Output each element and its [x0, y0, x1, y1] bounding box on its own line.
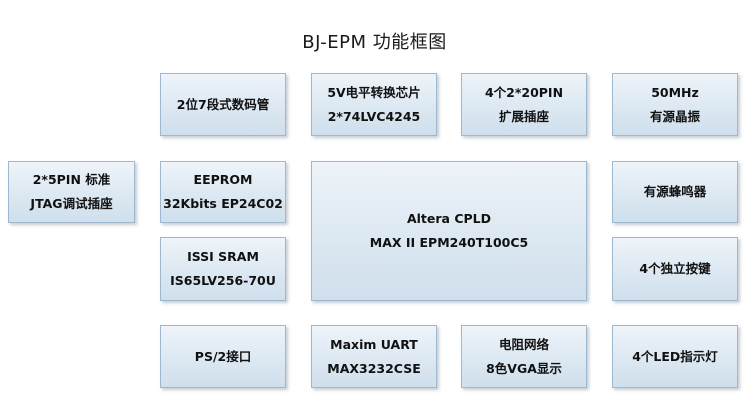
level-shift-block: 5V电平转换芯片 2*74LVC4245: [311, 73, 437, 136]
vga-line1: 电阻网络: [498, 336, 549, 352]
diagram-title: BJ-EPM 功能框图: [302, 32, 447, 53]
eeprom-block: EEPROM 32Kbits EP24C02: [160, 161, 286, 223]
jtag-line2: JTAG调试插座: [30, 196, 113, 211]
leds-label: 4个LED指示灯: [632, 348, 718, 364]
jtag-block: 2*5PIN 标准 JTAG调试插座: [8, 161, 135, 223]
jtag-line1: 2*5PIN 标准: [32, 172, 111, 187]
keys-label: 4个独立按键: [639, 261, 711, 276]
leds-block: 4个LED指示灯: [612, 325, 738, 388]
sram-block: ISSI SRAM IS65LV256-70U: [160, 237, 286, 301]
sram-line1: ISSI SRAM: [187, 249, 259, 264]
ext-socket-line1: 4个2*20PIN: [484, 84, 564, 100]
cpld-line1: Altera CPLD: [406, 211, 492, 226]
buzzer-label: 有源蜂鸣器: [643, 184, 707, 199]
ps2-label: PS/2接口: [194, 348, 252, 364]
uart-line2: MAX3232CSE: [327, 360, 421, 376]
oscillator-block: 50MHz 有源晶振: [612, 73, 738, 136]
eeprom-line1: EEPROM: [193, 172, 253, 187]
oscillator-line1: 50MHz: [651, 84, 699, 100]
ext-socket-line2: 扩展插座: [498, 108, 549, 124]
level-shift-line1: 5V电平转换芯片: [327, 84, 421, 100]
cpld-block: Altera CPLD MAX II EPM240T100C5: [311, 161, 587, 301]
sram-line2: IS65LV256-70U: [170, 273, 276, 288]
ps2-block: PS/2接口: [160, 325, 286, 388]
keys-block: 4个独立按键: [612, 237, 738, 301]
seg7-display-block: 2位7段式数码管: [160, 73, 286, 136]
uart-line1: Maxim UART: [330, 336, 418, 352]
eeprom-line2: 32Kbits EP24C02: [163, 196, 283, 211]
cpld-line2: MAX II EPM240T100C5: [369, 235, 529, 250]
vga-line2: 8色VGA显示: [486, 360, 562, 376]
level-shift-line2: 2*74LVC4245: [327, 108, 421, 124]
oscillator-line2: 有源晶振: [649, 108, 700, 124]
ext-socket-block: 4个2*20PIN 扩展插座: [461, 73, 587, 136]
buzzer-block: 有源蜂鸣器: [612, 161, 738, 223]
vga-block: 电阻网络 8色VGA显示: [461, 325, 587, 388]
uart-block: Maxim UART MAX3232CSE: [311, 325, 437, 388]
seg7-label: 2位7段式数码管: [176, 96, 270, 112]
